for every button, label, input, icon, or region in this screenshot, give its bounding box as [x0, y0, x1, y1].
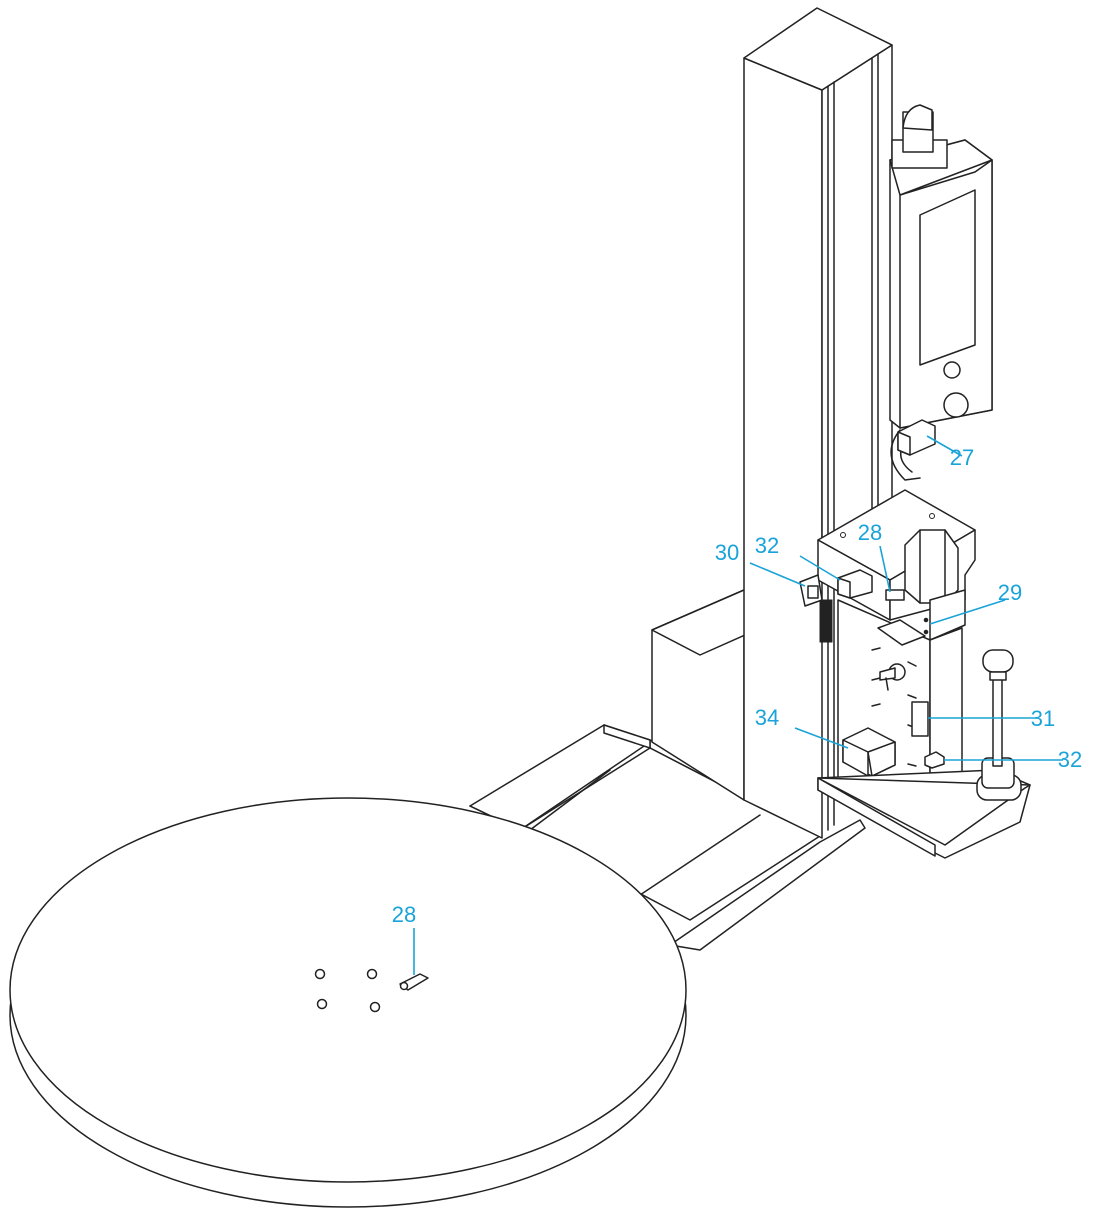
callout-leader-c29 [929, 599, 1006, 625]
callout-leader-c32a [799, 555, 841, 581]
control-box [889, 104, 993, 481]
callout-layer: 27 28 32 30 29 31 34 32 28 [392, 435, 1082, 975]
callout-leader-c34 [794, 727, 849, 749]
callout-label-c28a: 28 [858, 520, 882, 545]
callout-leader-c27 [926, 435, 963, 457]
callout-leader-c30 [749, 562, 806, 587]
callout-label-c34: 34 [755, 705, 779, 730]
callout-label-c27: 27 [950, 445, 974, 470]
callout-label-c31: 31 [1031, 706, 1055, 731]
turntable-hole [369, 1001, 381, 1013]
carriage [799, 489, 1031, 859]
turntable-hole [316, 998, 328, 1010]
callout-label-c29: 29 [998, 580, 1022, 605]
callout-label-c32b: 32 [1058, 747, 1082, 772]
turntable-hole [366, 968, 378, 980]
callout-label-c30: 30 [715, 540, 739, 565]
callout-label-c28b: 28 [392, 902, 416, 927]
callout-leader-c28a [879, 545, 891, 593]
turntable [9, 797, 687, 1208]
turntable-hole [314, 968, 326, 980]
callout-label-c32a: 32 [755, 533, 779, 558]
